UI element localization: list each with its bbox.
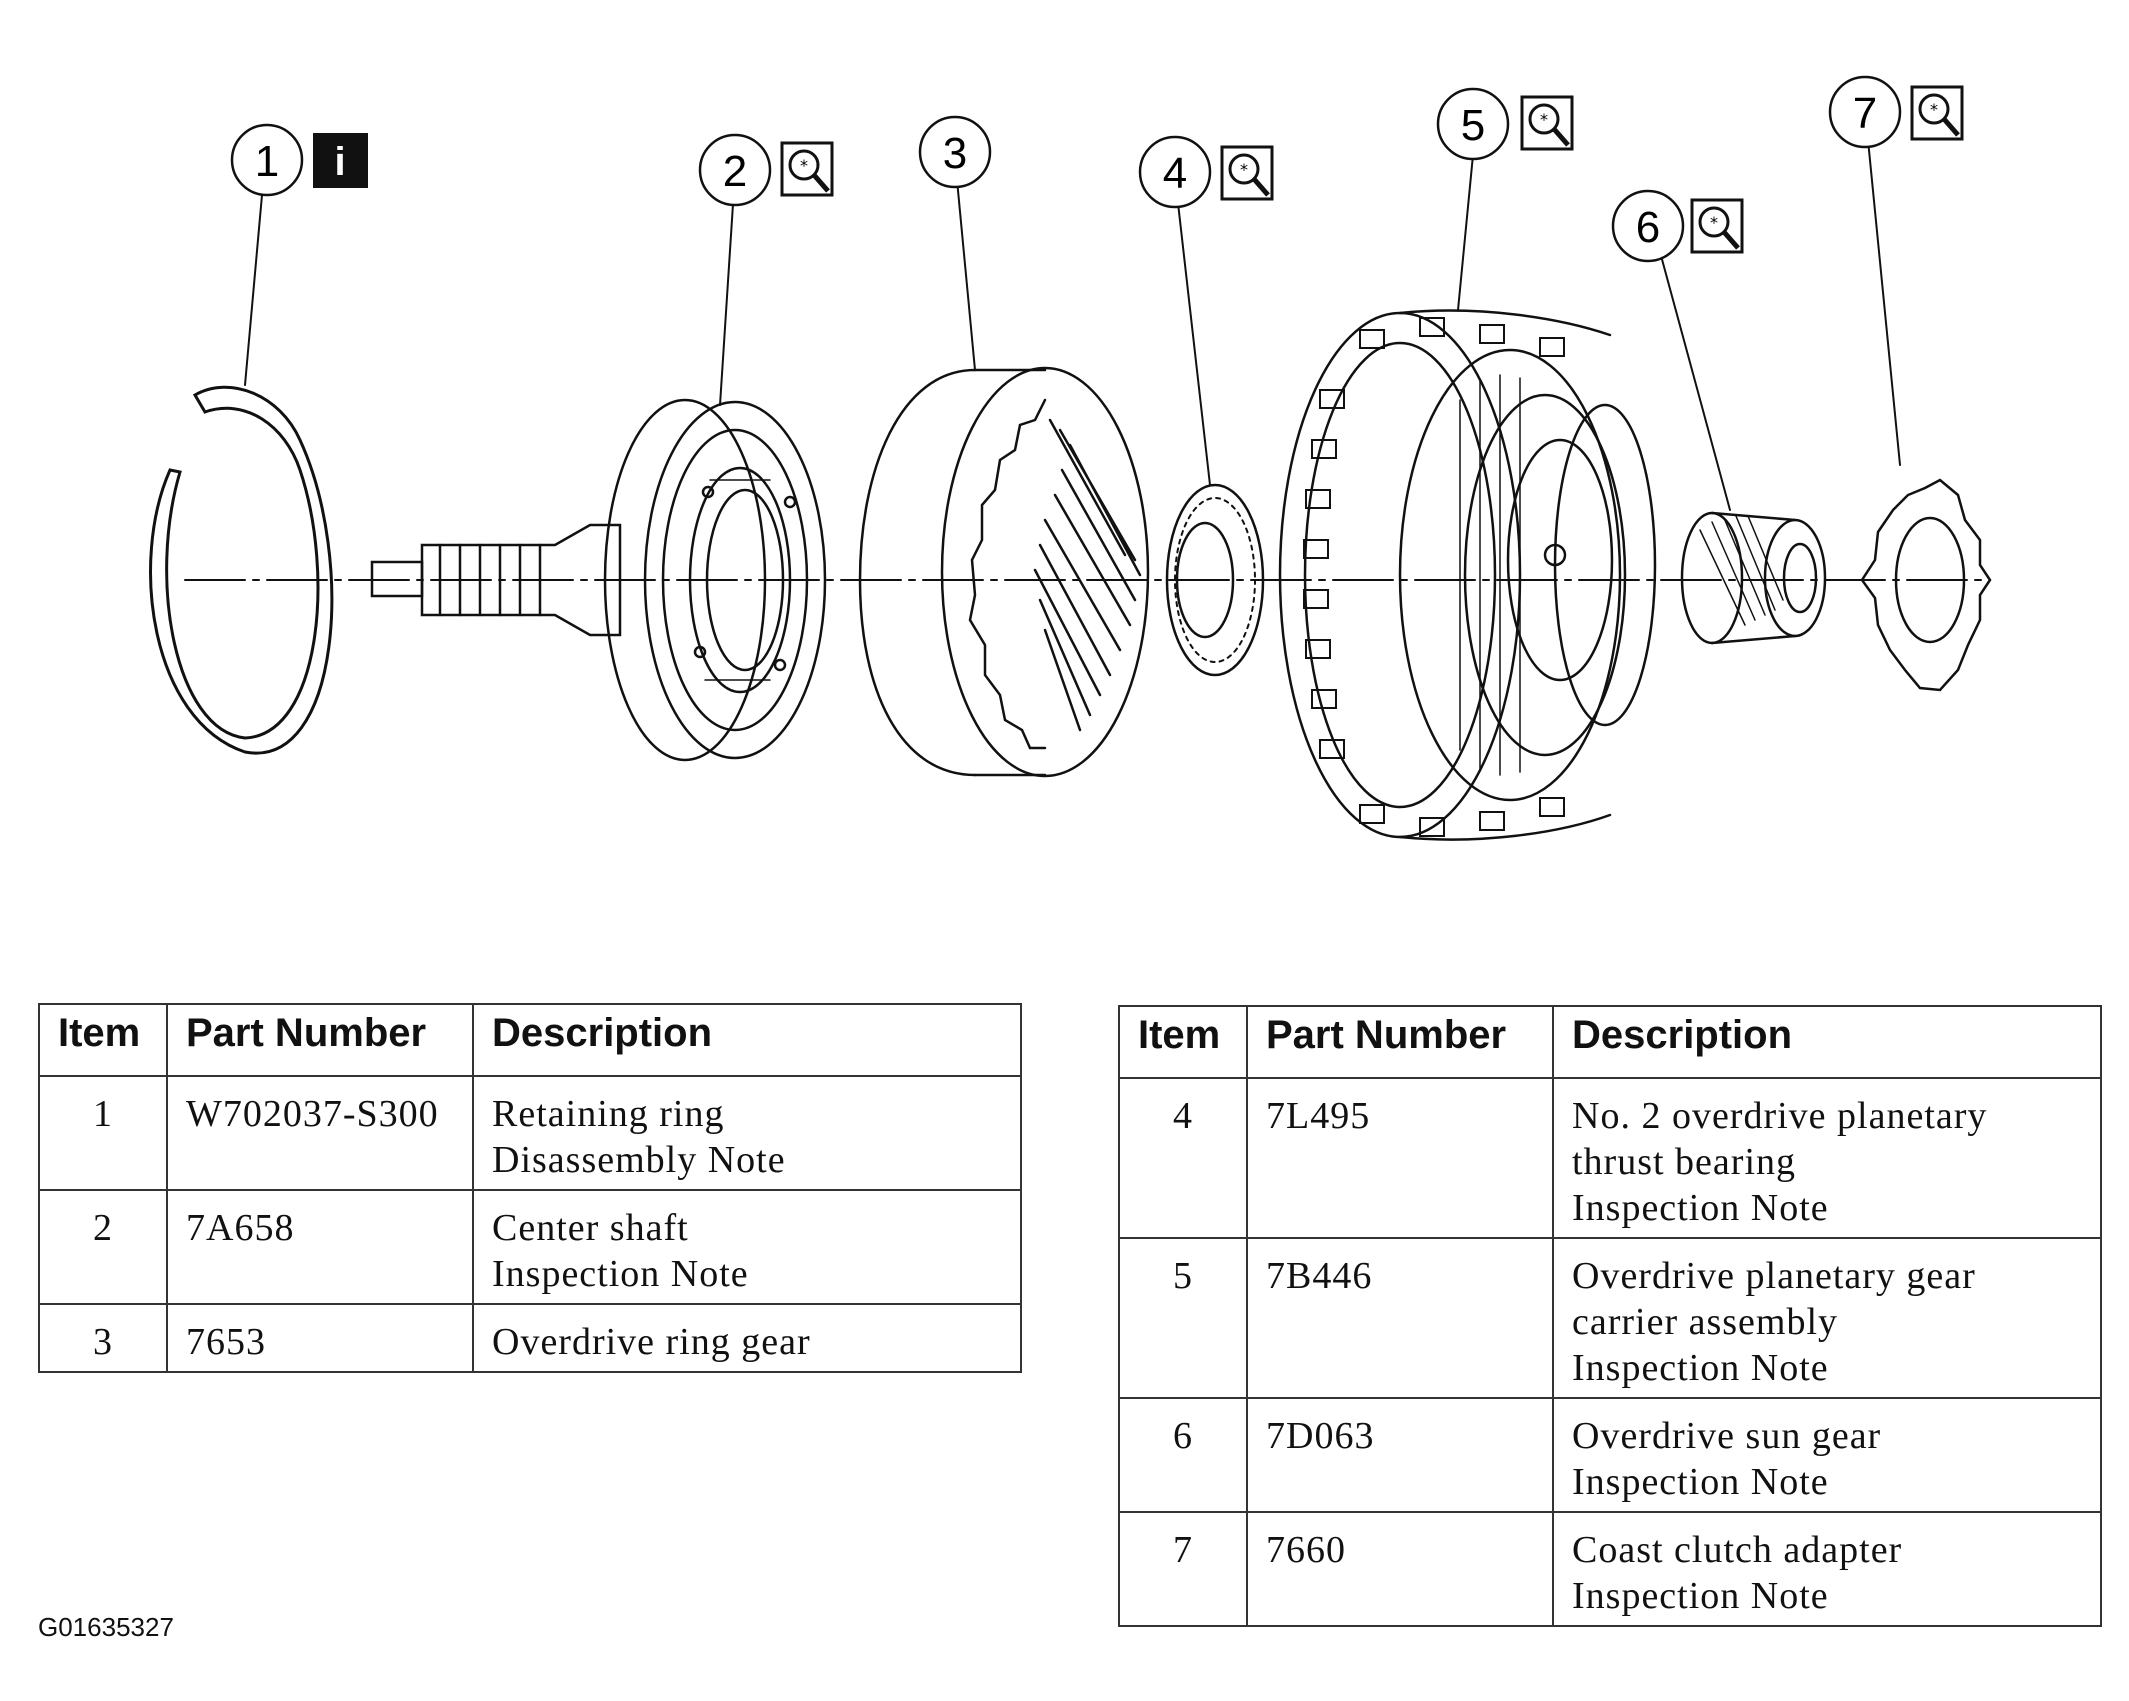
description: Overdrive sun gear Inspection Note xyxy=(1552,1397,2102,1513)
part-center-shaft xyxy=(370,398,827,762)
table-row: 4 7L495 No. 2 overdrive planetary thrust… xyxy=(1118,1077,2102,1239)
part-sun-gear xyxy=(1680,511,1827,645)
part-number: 7A658 xyxy=(166,1189,474,1305)
description-line: carrier assembly xyxy=(1572,1301,1839,1343)
description-line: Overdrive planetary gear xyxy=(1572,1255,1976,1297)
column-header-description: Description xyxy=(472,1003,1022,1077)
svg-text:2: 2 xyxy=(723,147,747,196)
description-line: Inspection Note xyxy=(1572,1575,1829,1617)
part-number: W702037-S300 xyxy=(166,1075,474,1191)
callout-5: 5 xyxy=(1436,87,1510,161)
description: Overdrive planetary gear carrier assembl… xyxy=(1552,1237,2102,1399)
callout-7: 7 xyxy=(1828,75,1902,149)
item-number: 1 xyxy=(38,1075,168,1191)
item-number: 7 xyxy=(1118,1511,1248,1627)
description: Retaining ring Disassembly Note xyxy=(472,1075,1022,1191)
description-line: No. 2 overdrive planetary xyxy=(1572,1095,1988,1137)
description-line: Retaining ring xyxy=(492,1093,725,1135)
exploded-parts-diagram: 1 i 2 * 3 4 * 5 * 6 xyxy=(149,75,1992,841)
part-number: 7D063 xyxy=(1246,1397,1554,1513)
description-line: thrust bearing xyxy=(1572,1141,1797,1183)
description-line: Inspection Note xyxy=(492,1253,749,1295)
part-planetary-gear-carrier xyxy=(1278,309,1657,841)
description-line: Coast clutch adapter xyxy=(1572,1529,1903,1571)
table-row: 6 7D063 Overdrive sun gear Inspection No… xyxy=(1118,1397,2102,1513)
part-number: 7L495 xyxy=(1246,1077,1554,1239)
magnifier-icon: * xyxy=(1910,85,1964,141)
magnifier-icon: * xyxy=(1220,145,1274,201)
info-icon: i xyxy=(313,133,368,188)
svg-text:1: 1 xyxy=(255,137,279,186)
svg-text:*: * xyxy=(1930,100,1938,119)
leader-lines xyxy=(244,139,1901,511)
description-line: Overdrive ring gear xyxy=(492,1321,811,1363)
part-coast-clutch-adapter xyxy=(1860,478,1992,692)
magnifier-icon: * xyxy=(780,141,834,197)
callout-6: 6 xyxy=(1611,189,1685,263)
magnifier-icon: * xyxy=(1520,95,1574,151)
column-header-item: Item xyxy=(38,1003,168,1077)
callout-2: 2 xyxy=(698,133,772,207)
svg-text:4: 4 xyxy=(1163,149,1187,198)
column-header-part-number: Part Number xyxy=(1246,1005,1554,1079)
figure-id: G01635327 xyxy=(38,1612,174,1642)
svg-text:*: * xyxy=(1710,213,1718,232)
description-line: Overdrive sun gear xyxy=(1572,1415,1882,1457)
description-line: Disassembly Note xyxy=(492,1139,786,1181)
parts-table-left: Item Part Number Description 1 W702037-S… xyxy=(38,1003,1022,1373)
part-retaining-ring xyxy=(149,385,334,755)
svg-text:*: * xyxy=(800,156,808,175)
table-row: 5 7B446 Overdrive planetary gear carrier… xyxy=(1118,1237,2102,1399)
description: No. 2 overdrive planetary thrust bearing… xyxy=(1552,1077,2102,1239)
callout-4: 4 xyxy=(1138,135,1212,209)
description: Coast clutch adapter Inspection Note xyxy=(1552,1511,2102,1627)
table-row: 7 7660 Coast clutch adapter Inspection N… xyxy=(1118,1511,2102,1627)
svg-text:3: 3 xyxy=(943,129,967,178)
column-header-item: Item xyxy=(1118,1005,1248,1079)
callout-3: 3 xyxy=(918,115,992,189)
svg-text:5: 5 xyxy=(1461,101,1485,150)
description-line: Inspection Note xyxy=(1572,1461,1829,1503)
part-number: 7B446 xyxy=(1246,1237,1554,1399)
callout-1: 1 xyxy=(230,123,304,197)
item-number: 6 xyxy=(1118,1397,1248,1513)
table-row: 1 W702037-S300 Retaining ring Disassembl… xyxy=(38,1075,1022,1191)
magnifier-icon: * xyxy=(1690,198,1744,254)
part-overdrive-ring-gear xyxy=(858,366,1150,778)
description: Overdrive ring gear xyxy=(472,1303,1022,1373)
column-header-part-number: Part Number xyxy=(166,1003,474,1077)
svg-text:*: * xyxy=(1540,110,1548,129)
description-line: Center shaft xyxy=(492,1207,689,1249)
item-number: 5 xyxy=(1118,1237,1248,1399)
part-number: 7653 xyxy=(166,1303,474,1373)
svg-text:i: i xyxy=(334,140,345,184)
part-thrust-bearing xyxy=(1165,483,1265,677)
item-number: 3 xyxy=(38,1303,168,1373)
table-row: 3 7653 Overdrive ring gear xyxy=(38,1303,1022,1373)
svg-text:7: 7 xyxy=(1853,89,1877,138)
table-header-row: Item Part Number Description xyxy=(1118,1005,2102,1079)
svg-text:*: * xyxy=(1240,160,1248,179)
parts-table-right: Item Part Number Description 4 7L495 No.… xyxy=(1118,1005,2102,1627)
item-number: 2 xyxy=(38,1189,168,1305)
svg-text:6: 6 xyxy=(1636,203,1660,252)
description-line: Inspection Note xyxy=(1572,1347,1829,1389)
table-row: 2 7A658 Center shaft Inspection Note xyxy=(38,1189,1022,1305)
table-header-row: Item Part Number Description xyxy=(38,1003,1022,1077)
item-number: 4 xyxy=(1118,1077,1248,1239)
part-number: 7660 xyxy=(1246,1511,1554,1627)
description: Center shaft Inspection Note xyxy=(472,1189,1022,1305)
column-header-description: Description xyxy=(1552,1005,2102,1079)
description-line: Inspection Note xyxy=(1572,1187,1829,1229)
